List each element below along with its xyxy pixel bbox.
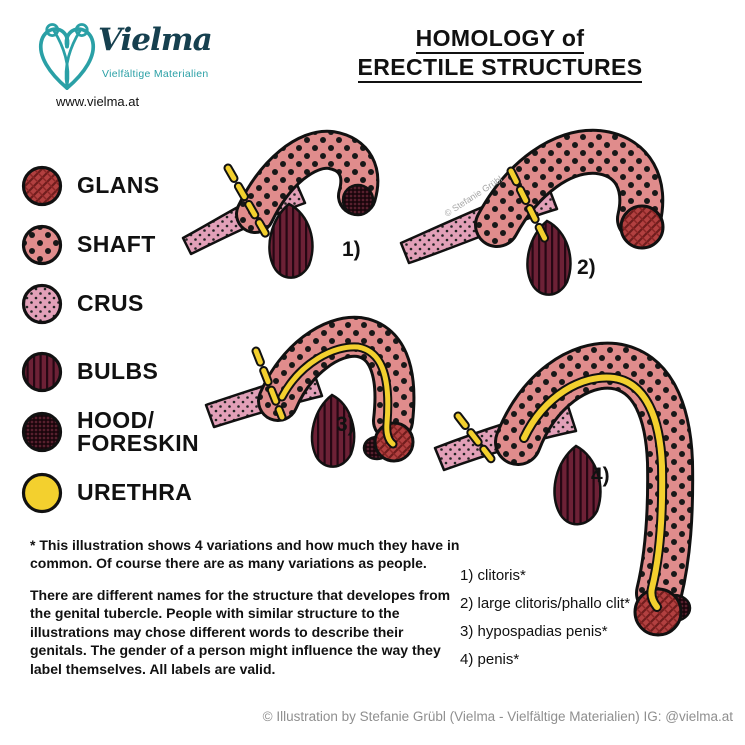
page-title: HOMOLOGY of ERECTILE STRUCTURES — [330, 24, 670, 84]
figure1-bulb — [268, 202, 314, 279]
footnote-paragraph-1: * This illustration shows 4 variations a… — [30, 537, 460, 572]
legend: GLANS SHAFT CRUS BULBS HOOD/ FORESKIN — [20, 164, 199, 530]
figure1-cut-mark-yellow — [225, 165, 271, 241]
credit-line: © Illustration by Stefanie Grübl (Vielma… — [262, 709, 733, 724]
figure-4-number: 4) — [591, 464, 610, 487]
glans-swatch-icon — [21, 165, 63, 207]
legend-item-bulbs: BULBS — [20, 350, 199, 394]
figure-2-phallo-clit-illustration: © Stefanie Grübl — [399, 128, 665, 296]
hood-swatch-icon — [21, 412, 63, 453]
figure-2-number: 2) — [577, 256, 596, 279]
title-line1: HOMOLOGY of — [415, 25, 585, 54]
figure-1-clitoris-illustration — [181, 129, 380, 279]
footnote-paragraph-2: There are different names for the struct… — [30, 586, 451, 677]
legend-item-hood: HOOD/ FORESKIN — [20, 407, 200, 457]
legend-label-urethra: URETHRA — [77, 479, 193, 506]
figure2-cut-mark-yellow — [508, 168, 548, 242]
urethra-swatch-icon — [21, 472, 63, 514]
figure-3-number: 3) — [336, 413, 355, 436]
brand-url: www.vielma.at — [56, 94, 140, 109]
figure4-bulb — [553, 444, 602, 526]
figure-4-penis-illustration — [433, 341, 695, 637]
variant-item-clitoris: 1) clitoris* — [460, 567, 526, 584]
brand-tagline: Vielfältige Materialien — [102, 68, 209, 80]
title-line2: ERECTILE STRUCTURES — [357, 54, 643, 84]
legend-item-shaft: SHAFT — [20, 223, 199, 267]
legend-label-crus: CRUS — [77, 290, 144, 317]
bulbs-swatch-icon — [21, 351, 63, 393]
variant-item-phallo-clit: 2) large clitoris/phallo clit* — [460, 595, 631, 612]
legend-item-glans: GLANS — [20, 164, 199, 208]
figure1-shaft — [238, 132, 377, 231]
figure-3-hypospadias-illustration — [204, 315, 416, 468]
figure2-bulb — [526, 219, 572, 296]
figure4-glans — [633, 587, 683, 637]
legend-label-bulbs: BULBS — [77, 358, 159, 385]
crus-swatch-icon — [21, 283, 63, 325]
variant-list: 1) clitoris* 2) large clitoris/phallo cl… — [460, 562, 630, 674]
figure3-cut-mark-yellow — [253, 348, 285, 420]
brand-name: Vielma — [98, 22, 213, 58]
figure4-urethra — [521, 374, 666, 610]
figure1-hood — [341, 183, 375, 217]
legend-label-glans: GLANS — [77, 172, 160, 199]
variant-item-hypospadias: 3) hypospadias penis* — [460, 623, 608, 640]
legend-label-shaft: SHAFT — [77, 231, 156, 258]
variant-item-penis: 4) penis* — [460, 651, 520, 668]
figure4-shaft — [497, 344, 692, 614]
brand-logo: Vielma Vielfältige Materialien www.vielm… — [26, 12, 226, 112]
legend-item-crus: CRUS — [20, 282, 199, 326]
figure3-urethra — [279, 344, 396, 447]
legend-label-hood: HOOD/ FORESKIN — [77, 407, 200, 457]
figure2-glans — [619, 204, 665, 250]
legend-item-urethra: URETHRA — [20, 471, 199, 515]
figure-1-number: 1) — [342, 238, 361, 261]
footnote: * This illustration shows 4 variations a… — [30, 536, 462, 678]
shaft-swatch-icon — [21, 224, 63, 266]
figure4-cut-mark-yellow — [455, 413, 495, 463]
figure3-bulb — [310, 393, 356, 468]
heart-ribbon-icon — [38, 23, 96, 90]
